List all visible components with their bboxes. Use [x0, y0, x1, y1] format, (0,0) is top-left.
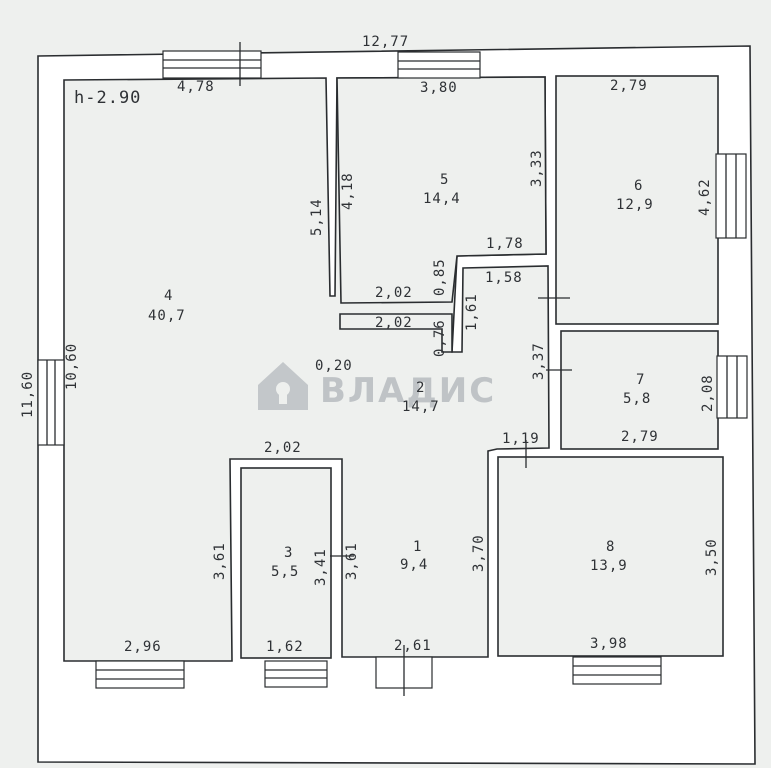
dim-outer-height: 11,60: [20, 371, 36, 418]
room-2-area: 14,7: [402, 399, 440, 415]
watermark-text: ВЛАДИС: [320, 371, 496, 411]
dim-corr-gap: 0,20: [315, 358, 353, 374]
window-right-lower: [716, 355, 748, 419]
room-4-area: 40,7: [148, 308, 186, 324]
dim-corr-337: 3,37: [531, 342, 547, 380]
window-left: [37, 359, 65, 446]
dim-r3-left: 3,41: [313, 548, 329, 586]
dim-r5-left: 4,18: [340, 172, 356, 210]
room-8-outline: [497, 456, 724, 657]
dim-r1-right: 3,70: [471, 534, 487, 572]
window-top-middle: [397, 51, 481, 79]
dim-r5-bottom: 2,02: [375, 285, 413, 301]
watermark: ВЛАДИС: [258, 362, 496, 411]
room-7-outline: [560, 330, 719, 450]
room-7-area: 5,8: [623, 391, 651, 407]
room-5-area: 14,4: [423, 191, 461, 207]
ceiling-height: h-2.90: [74, 88, 141, 108]
room-1-area: 9,4: [400, 557, 428, 573]
room-5-number: 5: [440, 172, 449, 188]
room-3-area: 5,5: [271, 564, 299, 580]
room-2-number: 2: [416, 380, 425, 396]
dim-outer-width: 12,77: [362, 34, 409, 50]
dim-r4-lower: 3,61: [212, 542, 228, 580]
dim-corr-178: 1,78: [486, 236, 524, 252]
dim-corr-085: 0,85: [432, 258, 448, 296]
room-6-number: 6: [634, 178, 643, 194]
window-bottom-left: [95, 660, 185, 689]
dim-r4-bottom: 2,96: [124, 639, 162, 655]
dim-r8-bottom: 3,98: [590, 636, 628, 652]
dim-r7-right: 2,08: [700, 374, 716, 412]
room-4-number: 4: [164, 288, 173, 304]
room-7-number: 7: [636, 372, 645, 388]
dim-r7-bottom: 2,79: [621, 429, 659, 445]
dim-r3-bottom: 1,62: [266, 639, 304, 655]
dim-corr-119: 1,19: [502, 431, 540, 447]
window-right-upper: [715, 153, 747, 239]
dim-r8-right: 3,50: [704, 538, 720, 576]
dim-r4-top: 4,78: [177, 79, 215, 95]
window-top-left: [162, 42, 262, 86]
room-1-number: 1: [413, 539, 422, 555]
dim-r4-left: 10,60: [64, 343, 80, 390]
room-3-outline: [240, 467, 332, 659]
dim-r5-right: 3,33: [529, 149, 545, 187]
room-8-number: 8: [606, 539, 615, 555]
partition-corridor: [339, 313, 453, 353]
dim-corr-161: 1,61: [464, 293, 480, 331]
dim-r3-right: 3,61: [344, 542, 360, 580]
room-8-area: 13,9: [590, 558, 628, 574]
room-3-number: 3: [284, 545, 293, 561]
dim-r5-top: 3,80: [420, 80, 458, 96]
dim-corr-158: 1,58: [485, 270, 523, 286]
dim-corr-top: 2,02: [375, 315, 413, 331]
dim-r4-right: 5,14: [309, 198, 325, 236]
dim-r6-right: 4,62: [697, 178, 713, 216]
room-6-area: 12,9: [616, 197, 654, 213]
window-bottom-right: [572, 656, 662, 685]
door-entrance: [375, 645, 433, 696]
window-bottom-room3: [264, 660, 328, 688]
dim-r1-bottom: 2,61: [394, 638, 432, 654]
partition-room5-bottom: [336, 76, 547, 304]
dim-r6-top: 2,79: [610, 78, 648, 94]
room-6-outline: [555, 75, 719, 325]
dim-r3-top: 2,02: [264, 440, 302, 456]
dim-corr-076: 0,76: [432, 319, 448, 357]
